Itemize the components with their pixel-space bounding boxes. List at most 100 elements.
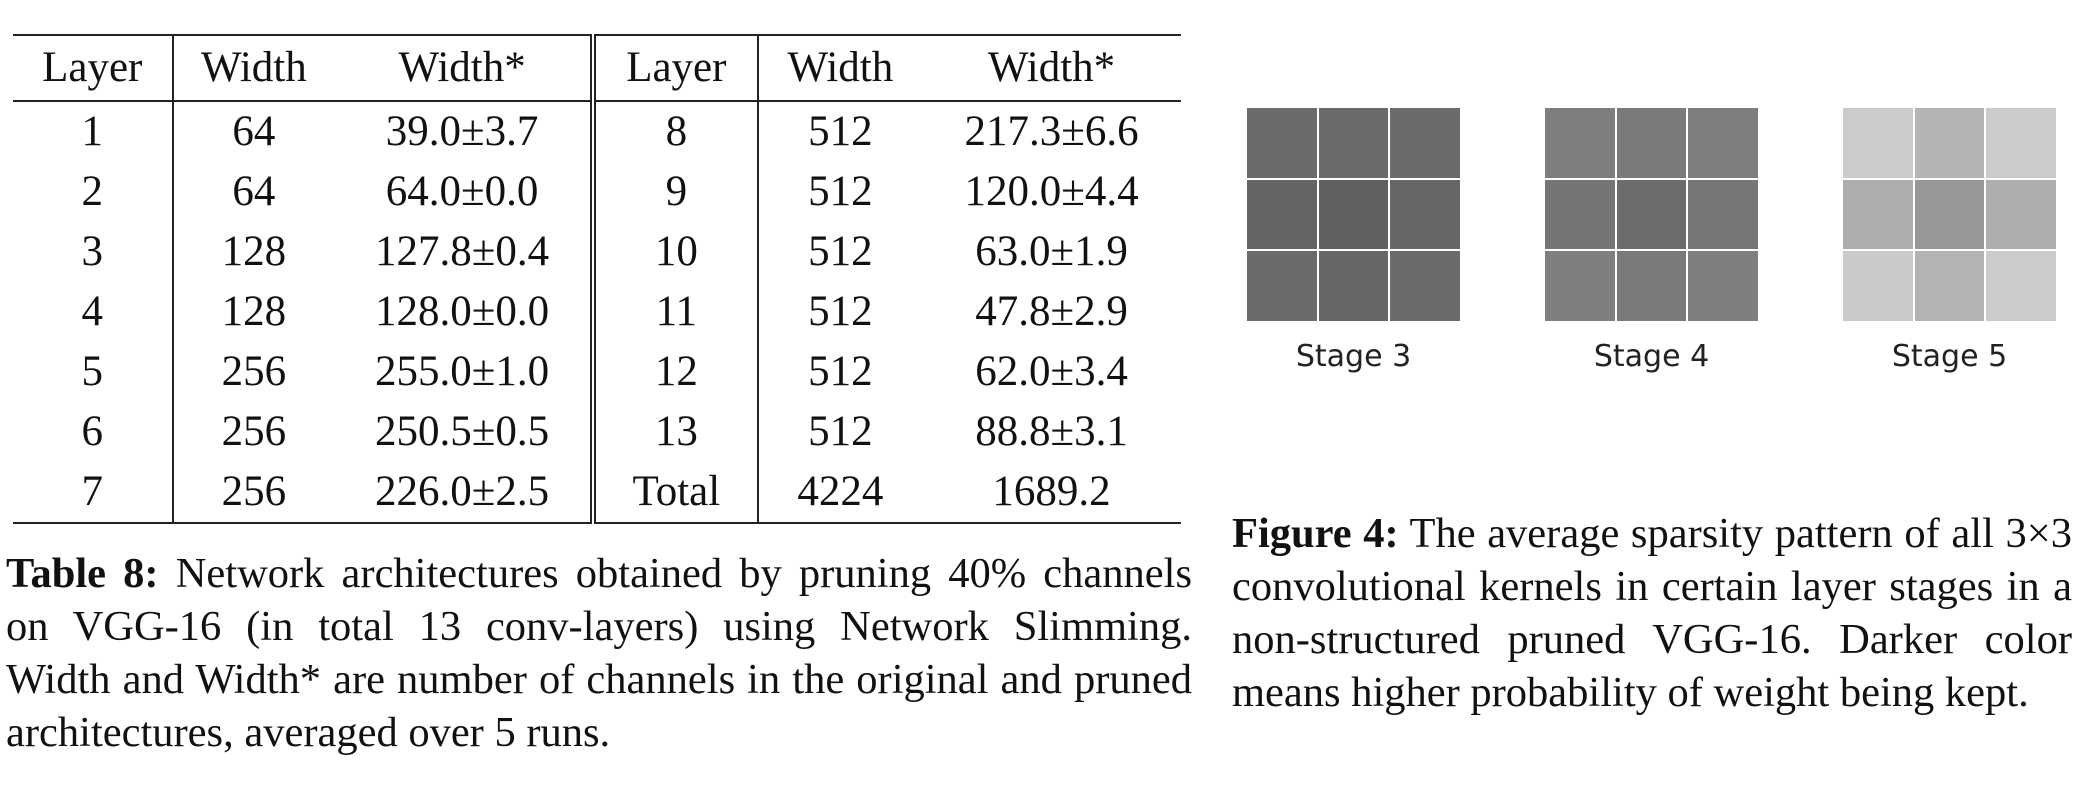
cell-width-right: 512 (808, 408, 873, 455)
cell-layer-left: 7 (13, 462, 174, 523)
cell-width-left: 256 (221, 348, 287, 395)
cell-layer-left: 6 (13, 402, 174, 462)
kernel-cell (1914, 251, 1985, 321)
cell-width-left: 128 (221, 288, 287, 335)
stage-label: Stage 3 (1295, 339, 1412, 374)
cell-layer-left: 4 (13, 282, 174, 342)
cell-width-star-right: 88.8±3.1 (975, 408, 1128, 455)
cell-width-right: 512 (808, 348, 873, 395)
cell-layer-right: 9 (593, 162, 759, 222)
header-layer-left: Layer (13, 35, 174, 101)
cell-width-right: 512 (808, 288, 873, 335)
header-width-right: Width (787, 44, 894, 91)
cell-width-star-right: 63.0±1.9 (975, 228, 1128, 275)
cell-width-star-left: 255.0±1.0 (334, 342, 597, 402)
kernel-cell (1914, 179, 1985, 250)
cell-width-star-right: 47.8±2.9 (975, 288, 1128, 335)
figure-caption: Figure 4: The average sparsity pattern o… (1232, 507, 2072, 719)
kernel-cell (1843, 179, 1913, 250)
figure-caption-text: The average sparsity pattern of all 3×3 … (1232, 510, 2072, 716)
cell-layer-left: 3 (13, 222, 174, 282)
cell-width-star-right: 62.0±3.4 (975, 348, 1128, 395)
cell-width-right: 512 (808, 168, 873, 215)
kernel-cell (1318, 108, 1389, 178)
cell-width-left: 64 (232, 108, 276, 155)
cell-width-star-left: 128.0±0.0 (334, 282, 597, 342)
cell-layer-right: Total (593, 462, 759, 523)
kernel-grid-stage-3 (1247, 108, 1460, 321)
cell-width-star-left: 250.5±0.5 (334, 402, 597, 462)
kernel-cell (1247, 108, 1317, 178)
cell-layer-right: 11 (593, 282, 759, 342)
kernel-cell (1390, 108, 1460, 178)
kernel-cell (1616, 179, 1687, 250)
kernel-stage-4: Stage 4 (1545, 108, 1758, 374)
cell-layer-right: 13 (593, 402, 759, 462)
kernel-cell (1688, 179, 1758, 250)
cell-layer-right: 12 (593, 342, 759, 402)
cell-width-right: 512 (808, 108, 873, 155)
header-width-star-right: Width* (987, 44, 1116, 91)
header-layer-right: Layer (593, 35, 759, 101)
cell-layer-right: 10 (593, 222, 759, 282)
kernel-stage-3: Stage 3 (1247, 108, 1460, 374)
kernel-cell (1390, 179, 1460, 250)
kernel-cell (1688, 108, 1758, 178)
cell-width-right: 4224 (797, 468, 884, 515)
cell-width-star-left: 226.0±2.5 (334, 462, 597, 523)
kernel-cell (1914, 108, 1985, 178)
cell-width-right: 512 (808, 228, 873, 275)
table-caption: Table 8: Network architectures obtained … (6, 547, 1192, 759)
kernel-cell (1390, 251, 1460, 321)
cell-width-left: 64 (232, 168, 276, 215)
cell-layer-right: 8 (593, 101, 759, 162)
kernel-cell (1247, 251, 1317, 321)
kernel-cell (1545, 108, 1615, 178)
stage-label: Stage 5 (1891, 339, 2008, 374)
figure-caption-label: Figure 4: (1232, 510, 1399, 557)
table-caption-label: Table 8: (6, 550, 159, 597)
kernel-grid-stage-5 (1843, 108, 2056, 321)
kernel-cell (1843, 251, 1913, 321)
kernel-cell (1986, 179, 2056, 250)
kernel-grid-stage-4 (1545, 108, 1758, 321)
kernel-stage-5: Stage 5 (1843, 108, 2056, 374)
cell-width-left: 128 (221, 228, 287, 275)
kernel-cell (1616, 251, 1687, 321)
cell-width-star-left: 127.8±0.4 (334, 222, 597, 282)
cell-width-star-left: 64.0±0.0 (334, 162, 597, 222)
kernel-cell (1318, 179, 1389, 250)
cell-width-star-right: 1689.2 (992, 468, 1111, 515)
kernel-cell (1247, 179, 1317, 250)
cell-width-star-right: 120.0±4.4 (964, 168, 1139, 215)
header-width-star-left: Width* (334, 35, 597, 101)
kernel-cell (1545, 251, 1615, 321)
kernel-cell (1545, 179, 1615, 250)
kernel-cell (1986, 108, 2056, 178)
table-header-row: Layer Width Width* Layer Width Width* (13, 35, 1181, 101)
cell-layer-left: 1 (13, 101, 174, 162)
kernel-cell (1986, 251, 2056, 321)
cell-width-left: 256 (221, 408, 287, 455)
kernel-cell (1616, 108, 1687, 178)
cell-width-star-left: 39.0±3.7 (334, 101, 597, 162)
cell-layer-left: 5 (13, 342, 174, 402)
cell-layer-left: 2 (13, 162, 174, 222)
kernel-cell (1318, 251, 1389, 321)
cell-width-star-right: 217.3±6.6 (964, 108, 1139, 155)
kernel-cell (1843, 108, 1913, 178)
stage-label: Stage 4 (1593, 339, 1710, 374)
table-caption-text: Network architectures obtained by prunin… (6, 550, 1192, 756)
header-width-left: Width (200, 44, 307, 91)
cell-width-left: 256 (221, 468, 287, 515)
